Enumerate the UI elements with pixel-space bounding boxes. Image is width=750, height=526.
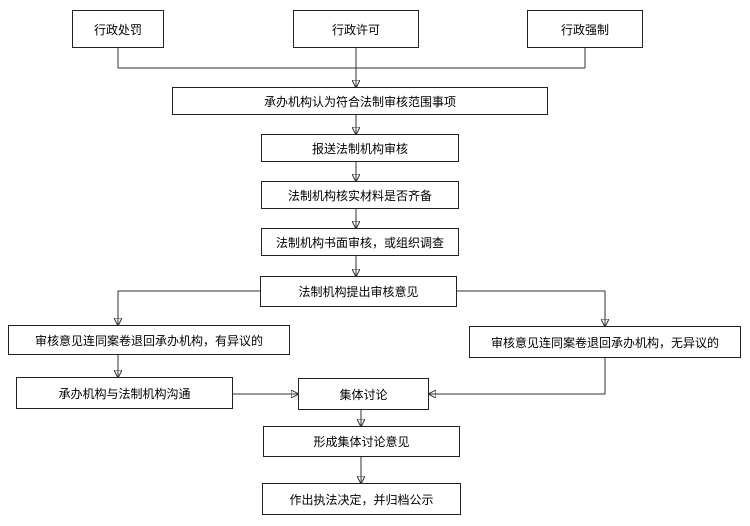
node-verify-materials: 法制机构核实材料是否齐备	[261, 181, 459, 209]
node-communication: 承办机构与法制机构沟通	[16, 377, 233, 409]
node-final-decision: 作出执法决定，并归档公示	[262, 483, 461, 515]
edge-opinion-to-objection	[118, 290, 260, 325]
node-review-opinion: 法制机构提出审核意见	[260, 276, 457, 307]
node-discussion-opinion: 形成集体讨论意见	[263, 426, 460, 457]
node-written-review: 法制机构书面审核，或组织调查	[261, 228, 459, 256]
node-admin-license: 行政许可	[293, 10, 419, 48]
node-submit-legal-review: 报送法制机构审核	[261, 134, 459, 162]
node-legal-scope-confirmed: 承办机构认为符合法制审核范围事项	[172, 87, 548, 115]
node-admin-penalty: 行政处罚	[72, 10, 164, 48]
node-admin-enforcement: 行政强制	[527, 10, 643, 48]
node-returned-with-objection: 审核意见连同案卷退回承办机构，有异议的	[8, 325, 290, 355]
node-group-discussion: 集体讨论	[298, 378, 429, 410]
edge-opinion-to-no-objection	[457, 290, 605, 326]
node-returned-no-objection: 审核意见连同案卷退回承办机构，无异议的	[469, 326, 741, 358]
edge-no-objection-to-discussion	[429, 358, 606, 394]
